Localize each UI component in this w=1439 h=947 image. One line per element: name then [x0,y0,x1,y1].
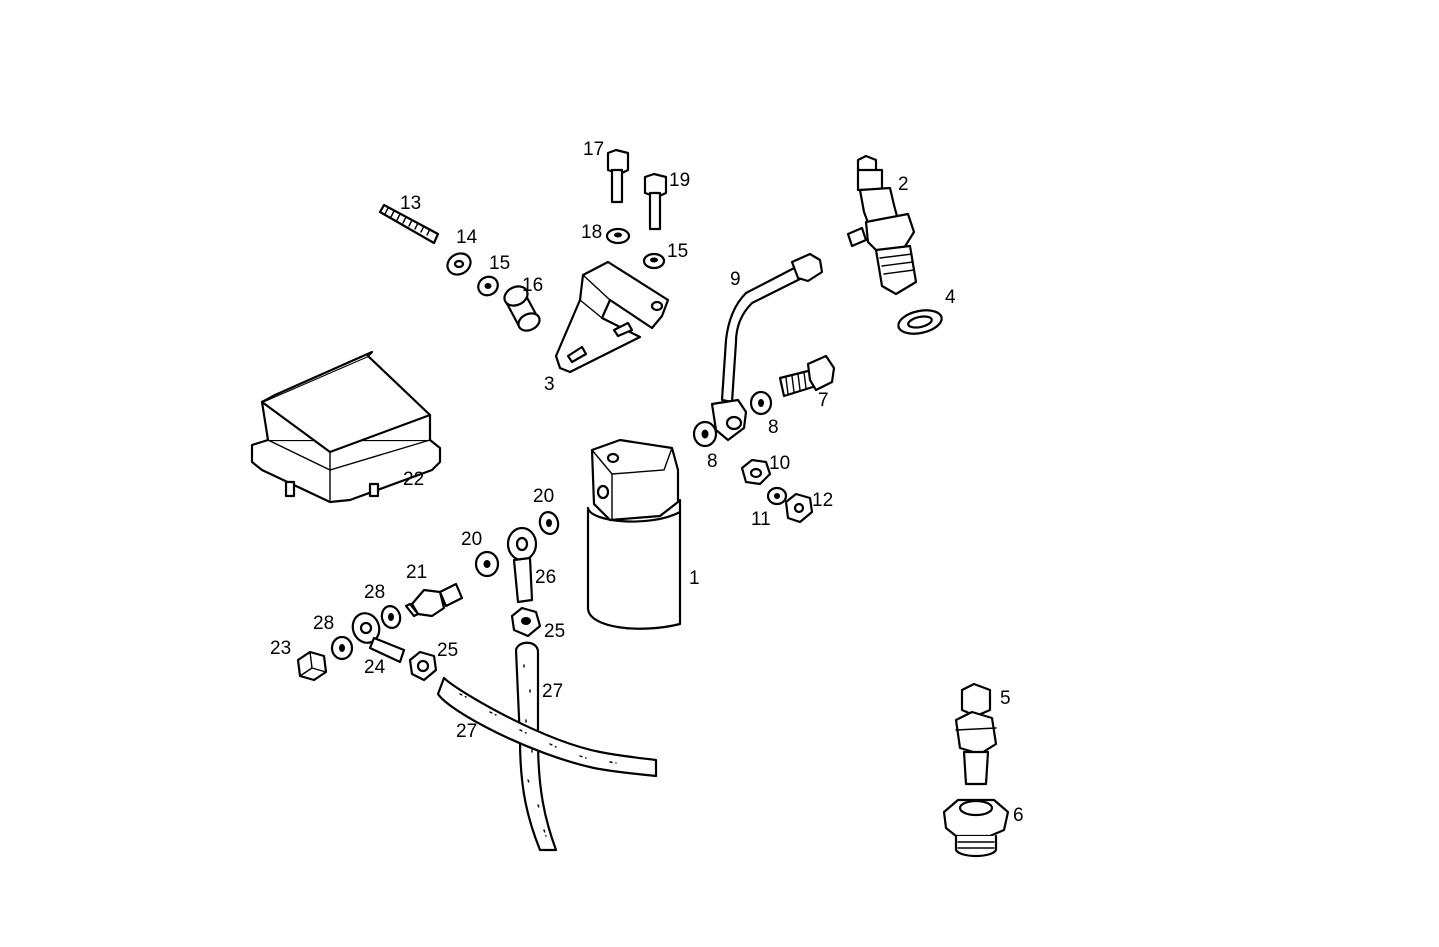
callout-3: 3 [544,374,555,395]
callout-15-left: 15 [489,253,510,274]
part-15-washer-left [477,275,499,297]
part-8-washer-right [749,390,773,416]
part-3-bracket [554,260,670,374]
callout-17: 17 [583,139,604,160]
callout-18: 18 [581,222,602,243]
callout-28-lower: 28 [313,613,334,634]
part-16-spacer [503,285,541,332]
callout-7: 7 [818,390,829,411]
part-5-sender [954,682,998,786]
part-2-sensor [846,154,918,296]
part-13-stud [378,203,440,245]
part-26-banjo [506,526,538,604]
part-1-filter [586,438,682,630]
part-15-washer-right [642,252,666,270]
callout-28-upper: 28 [364,582,385,603]
callout-10: 10 [769,453,790,474]
part-14-washer [446,252,472,276]
part-22-relay-box [250,350,442,504]
part-20-washer-right [538,511,560,535]
part-23-cap-nut [296,650,328,682]
callout-9: 9 [730,269,741,290]
callout-13: 13 [400,193,421,214]
part-10-nut [740,458,772,486]
callout-8-left: 8 [707,451,718,472]
callout-1: 1 [689,568,700,589]
part-24-banjo [351,612,406,664]
callout-11: 11 [751,509,771,530]
part-28-washer-upper [380,605,402,629]
callout-labels: 1 2 3 4 5 6 7 8 8 9 10 11 12 13 14 15 15… [270,139,1024,826]
callout-20-right: 20 [533,486,554,507]
callout-6: 6 [1013,805,1024,826]
part-25-nut-center [510,606,542,638]
callout-24: 24 [364,657,386,678]
callout-25-left: 25 [437,640,458,661]
part-18-washer [605,227,631,245]
callout-27-right: 27 [542,681,563,702]
callout-12: 12 [812,490,833,511]
callout-19: 19 [669,170,690,191]
callout-21: 21 [406,562,427,583]
part-25-nut-left [408,650,438,682]
callout-14: 14 [456,227,478,248]
callout-26: 26 [535,567,556,588]
callout-16: 16 [522,275,543,296]
part-17-bolt [606,148,630,204]
part-7-banjo-bolt [778,354,836,398]
callout-22: 22 [403,469,424,490]
callout-4: 4 [945,287,956,308]
part-11-washer [766,486,788,506]
callout-5: 5 [1000,688,1011,709]
part-21-union [404,582,464,618]
part-19-bolt [643,172,668,231]
part-6-adapter [942,798,1010,858]
callout-23: 23 [270,638,291,659]
part-12-nut [784,492,814,524]
part-20-washer-left [474,550,500,578]
callout-20-left: 20 [461,529,482,550]
part-27-hose-curved [436,676,658,778]
part-9-pipe [710,252,824,442]
callout-25-center: 25 [544,621,565,642]
callout-8-right: 8 [768,417,779,438]
callout-15-right: 15 [667,241,688,262]
callout-27-left: 27 [456,721,477,742]
part-4-washer [897,309,943,335]
callout-2: 2 [898,174,909,195]
part-28-washer-lower [330,635,354,661]
part-8-washer-left [692,420,718,448]
